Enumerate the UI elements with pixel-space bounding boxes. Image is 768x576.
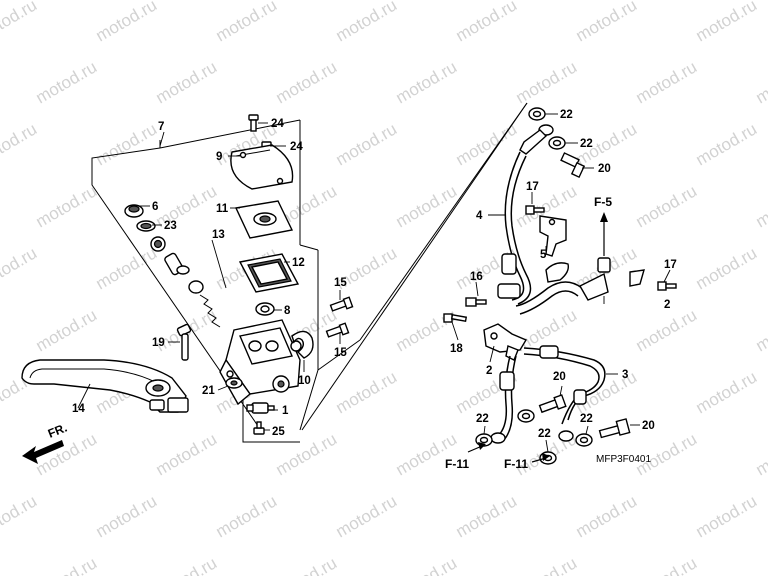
banjo-bolt-lower xyxy=(598,418,631,439)
front-stop-switch xyxy=(246,402,275,414)
hose-clamp xyxy=(539,215,570,283)
lower-left-brake-hose xyxy=(497,355,517,441)
diaphragm-plate xyxy=(234,200,294,239)
callout-17-upper: 17 xyxy=(526,181,539,193)
callout-15-lower: 15 xyxy=(334,347,347,359)
sealing-washer-second xyxy=(548,136,566,150)
callout-25: 25 xyxy=(272,426,285,438)
sealing-washer-middle xyxy=(517,409,535,423)
banjo-fitting-upper xyxy=(519,124,554,155)
callout-20-upper: 20 xyxy=(598,163,611,175)
callout-7: 7 xyxy=(158,121,164,133)
callout-22-lower-right: 22 xyxy=(580,413,593,425)
joint-bolt xyxy=(465,297,487,307)
sealing-washer-top xyxy=(528,107,546,121)
callout-5: 5 xyxy=(540,249,547,261)
direction-label: FR. xyxy=(46,421,69,441)
callout-20-middle: 20 xyxy=(553,371,566,383)
ref-f11-right-label: F-11 xyxy=(504,457,528,471)
callouts: 7 24 24 9 6 23 11 13 12 15 8 15 19 14 21… xyxy=(72,109,677,440)
callout-19: 19 xyxy=(152,337,165,349)
diagram-code: MFP3F0401 xyxy=(596,454,651,465)
hose-clamp-right xyxy=(629,269,645,287)
ref-f11-right-arrow xyxy=(531,453,550,463)
callout-16: 16 xyxy=(470,271,483,283)
reservoir-cap xyxy=(230,144,294,190)
callout-13: 13 xyxy=(212,229,225,241)
banjo-bolt-middle xyxy=(538,394,567,414)
clamp-bolt-upper xyxy=(525,205,545,215)
callout-6: 6 xyxy=(152,201,158,213)
callout-11: 11 xyxy=(216,203,229,215)
group-reference-lines xyxy=(301,102,528,431)
ref-f5-label: F-5 xyxy=(594,195,612,209)
front-direction-arrow xyxy=(22,440,64,464)
callout-21: 21 xyxy=(202,385,215,397)
clamp-bolt-right xyxy=(657,281,677,291)
callout-2-right: 2 xyxy=(664,299,670,311)
banjo-fitting-lower-left xyxy=(490,432,506,444)
lower-right-brake-hose xyxy=(523,345,606,425)
ref-f11-left-label: F-11 xyxy=(445,457,469,471)
holder-bolt-lower xyxy=(325,322,350,338)
callout-18: 18 xyxy=(450,343,463,355)
callout-14: 14 xyxy=(72,403,85,415)
three-way-joint xyxy=(483,323,528,361)
callout-4: 4 xyxy=(476,210,483,222)
ref-f5-arrow xyxy=(600,212,608,256)
o-ring xyxy=(255,302,275,316)
callout-22-second: 22 xyxy=(580,138,593,150)
callout-10: 10 xyxy=(298,375,311,387)
callout-2-left: 2 xyxy=(486,365,492,377)
sealing-washer-lower-right xyxy=(575,433,593,447)
callout-8: 8 xyxy=(284,305,291,317)
screw-24-upper xyxy=(248,114,259,132)
piston-set xyxy=(124,204,221,328)
banjo-bolt-upper xyxy=(560,152,586,179)
hose-clip-right xyxy=(579,257,611,301)
callout-20-lower: 20 xyxy=(642,420,655,432)
callout-15-upper: 15 xyxy=(334,277,347,289)
callout-9: 9 xyxy=(216,151,222,163)
leader-lines xyxy=(77,113,671,453)
callout-12: 12 xyxy=(292,257,305,269)
master-cylinder-body xyxy=(219,319,302,406)
callout-22-lower-left: 22 xyxy=(476,413,489,425)
banjo-fitting-lower-right xyxy=(558,430,574,442)
upper-brake-hose xyxy=(497,151,583,315)
callout-22-bottom: 22 xyxy=(538,428,551,440)
diaphragm xyxy=(238,253,300,293)
callout-17-right: 17 xyxy=(664,259,677,271)
holder-bolt-upper xyxy=(329,296,354,312)
callout-24-lower: 24 xyxy=(290,141,303,153)
ref-f11-left-arrow xyxy=(467,442,486,453)
master-cylinder-holder xyxy=(291,330,314,359)
master-cylinder-group-bracket xyxy=(91,119,319,443)
callout-23: 23 xyxy=(164,220,177,232)
callout-1: 1 xyxy=(282,405,289,417)
callout-24-upper: 24 xyxy=(271,118,284,130)
pivot-nut xyxy=(225,377,243,389)
callout-3: 3 xyxy=(622,369,628,381)
switch-screw xyxy=(253,421,265,435)
brake-lever xyxy=(21,359,189,413)
callout-22-top: 22 xyxy=(560,109,573,121)
joint-mount-bolt xyxy=(443,313,468,323)
lever-pivot-bolt xyxy=(176,323,192,361)
